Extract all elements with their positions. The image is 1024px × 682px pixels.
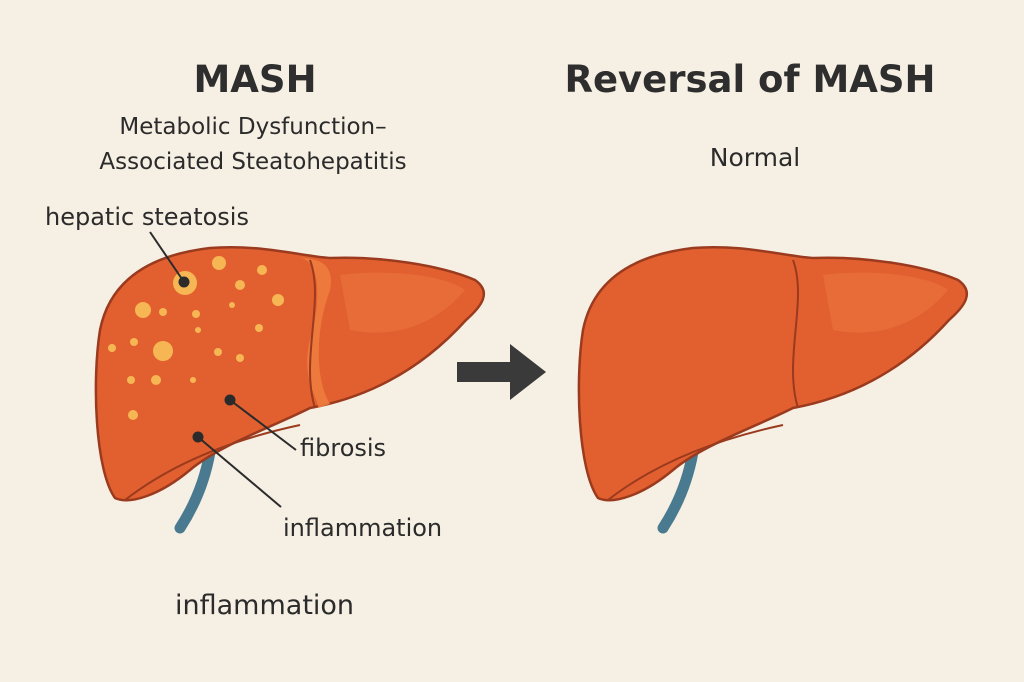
ligament	[300, 258, 331, 408]
fat-droplet	[159, 308, 167, 316]
fat-droplet	[229, 302, 235, 308]
fat-droplet	[128, 410, 138, 420]
steatosis-label: hepatic steatosis	[45, 203, 249, 231]
fibrosis-label: fibrosis	[300, 434, 387, 462]
vessel	[174, 446, 216, 534]
reversal-title: Reversal of MASH	[564, 58, 936, 101]
fat-droplet	[236, 354, 244, 362]
fibrosis-dot	[224, 394, 236, 406]
fat-droplet	[192, 310, 200, 318]
subtitle-line-1: Metabolic Dysfunction–	[119, 114, 387, 140]
fat-droplet	[190, 377, 196, 383]
subtitle-line-2: Associated Steatohepatitis	[99, 149, 407, 175]
inferior-lobe-line	[124, 424, 301, 501]
fat-droplet	[235, 280, 245, 290]
fat-droplet	[214, 348, 222, 356]
inferior-lobe-line	[607, 424, 784, 501]
fat-droplet	[257, 265, 267, 275]
fat-droplet	[272, 294, 284, 306]
label-pointers	[149, 231, 297, 508]
fat-droplet	[255, 324, 263, 332]
inflammation-label: inflammation	[283, 514, 443, 542]
fat-droplet	[153, 341, 173, 361]
fat-droplet	[212, 256, 226, 270]
fat-droplet	[135, 302, 151, 318]
fat-droplet	[151, 375, 161, 385]
mash-title: MASH	[193, 58, 317, 101]
normal-subtitle: Normal	[709, 143, 801, 172]
fat-droplet	[195, 327, 201, 333]
fat-droplet	[108, 344, 116, 352]
highlight	[340, 272, 465, 333]
lobe-divider	[792, 259, 799, 409]
arrow-icon	[457, 344, 546, 400]
bottom-caption: inflammation	[175, 590, 355, 621]
liver-body	[577, 245, 969, 502]
inflammation-pointer	[197, 436, 282, 508]
mash-subtitle: Metabolic Dysfunction– Associated Steato…	[99, 110, 406, 180]
inflammation-dot	[192, 431, 204, 443]
lobe-divider	[309, 259, 316, 409]
steatosis-dot	[178, 276, 190, 288]
fibrosis-pointer	[229, 399, 297, 451]
fat-droplet	[127, 376, 135, 384]
normal-liver	[577, 245, 969, 534]
fat-droplet	[130, 338, 138, 346]
steatosis-pointer	[149, 231, 185, 283]
vessel	[657, 446, 699, 534]
highlight	[823, 272, 948, 333]
mash-liver	[94, 245, 486, 534]
